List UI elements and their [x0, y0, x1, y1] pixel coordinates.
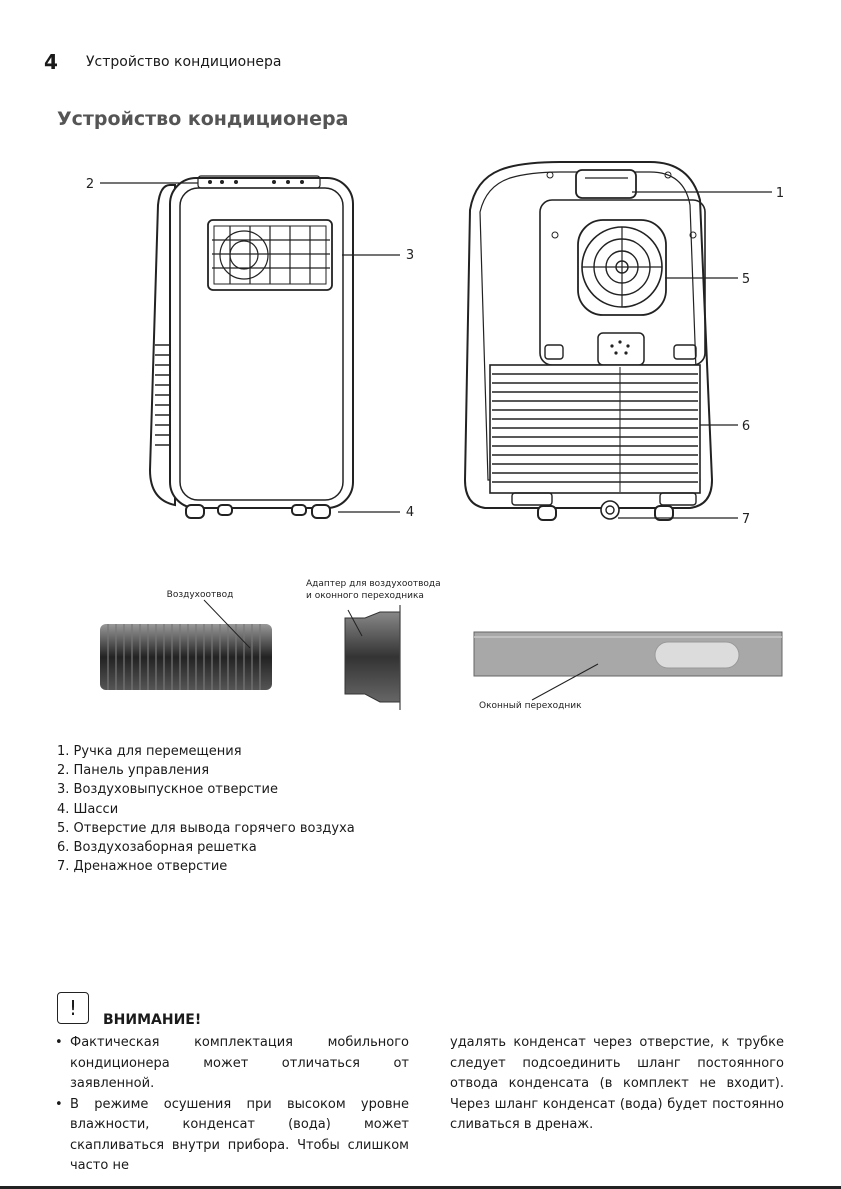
legend-item: 7. Дренажное отверстие [57, 859, 228, 875]
device-illustration: 2 3 4 1 5 6 7 Воздухоотвод Адаптер для в… [86, 161, 784, 711]
window-kit-label: Оконный переходник [479, 701, 582, 711]
warning-column-right: удалять конденсат через отверстие, к тру… [450, 1035, 784, 1132]
hose-label: Воздухоотвод [167, 590, 234, 600]
running-header: Устройство кондиционера [86, 54, 282, 70]
exhaust-hose [100, 599, 272, 690]
legend-item: 3. Воздуховыпускное отверстие [57, 782, 278, 798]
front-unit [148, 175, 354, 519]
warning-bullet-1: Фактическая комплектация мобильного конд… [55, 1033, 409, 1095]
callout-3: 3 [406, 248, 414, 263]
legend-item: 5. Отверстие для вывода горячего воздуха [57, 820, 355, 836]
warning-column-left: Фактическая комплектация мобильного конд… [55, 1033, 409, 1177]
legend-item: 6. Воздухозаборная решетка [57, 840, 257, 856]
hose-adapter [344, 605, 401, 710]
back-unit [463, 161, 714, 521]
callout-2: 2 [86, 177, 94, 192]
section-title: Устройство кондиционера [57, 108, 349, 130]
parts-legend: 1. Ручка для перемещения 2. Панель управ… [57, 742, 355, 876]
warning-icon: ! [57, 992, 89, 1024]
legend-item: 4. Шасси [57, 801, 119, 817]
callout-7: 7 [742, 512, 750, 527]
legend-item: 2. Панель управления [57, 763, 210, 779]
adapter-label-1: Адаптер для воздухоотвода [306, 579, 441, 589]
callout-4: 4 [406, 505, 414, 520]
legend-item: 1. Ручка для перемещения [57, 744, 242, 759]
callout-1: 1 [776, 186, 784, 201]
callout-6: 6 [742, 419, 750, 434]
adapter-label-2: и оконного переходника [306, 591, 424, 601]
callout-5: 5 [742, 272, 750, 287]
page-number: 4 [44, 50, 58, 74]
window-slider [473, 631, 783, 701]
footer-rule [0, 1186, 841, 1189]
warning-bullet-2: В режиме осушения при высоком уровне вла… [55, 1095, 409, 1177]
warning-title: ВНИМАНИЕ! [103, 1012, 202, 1028]
